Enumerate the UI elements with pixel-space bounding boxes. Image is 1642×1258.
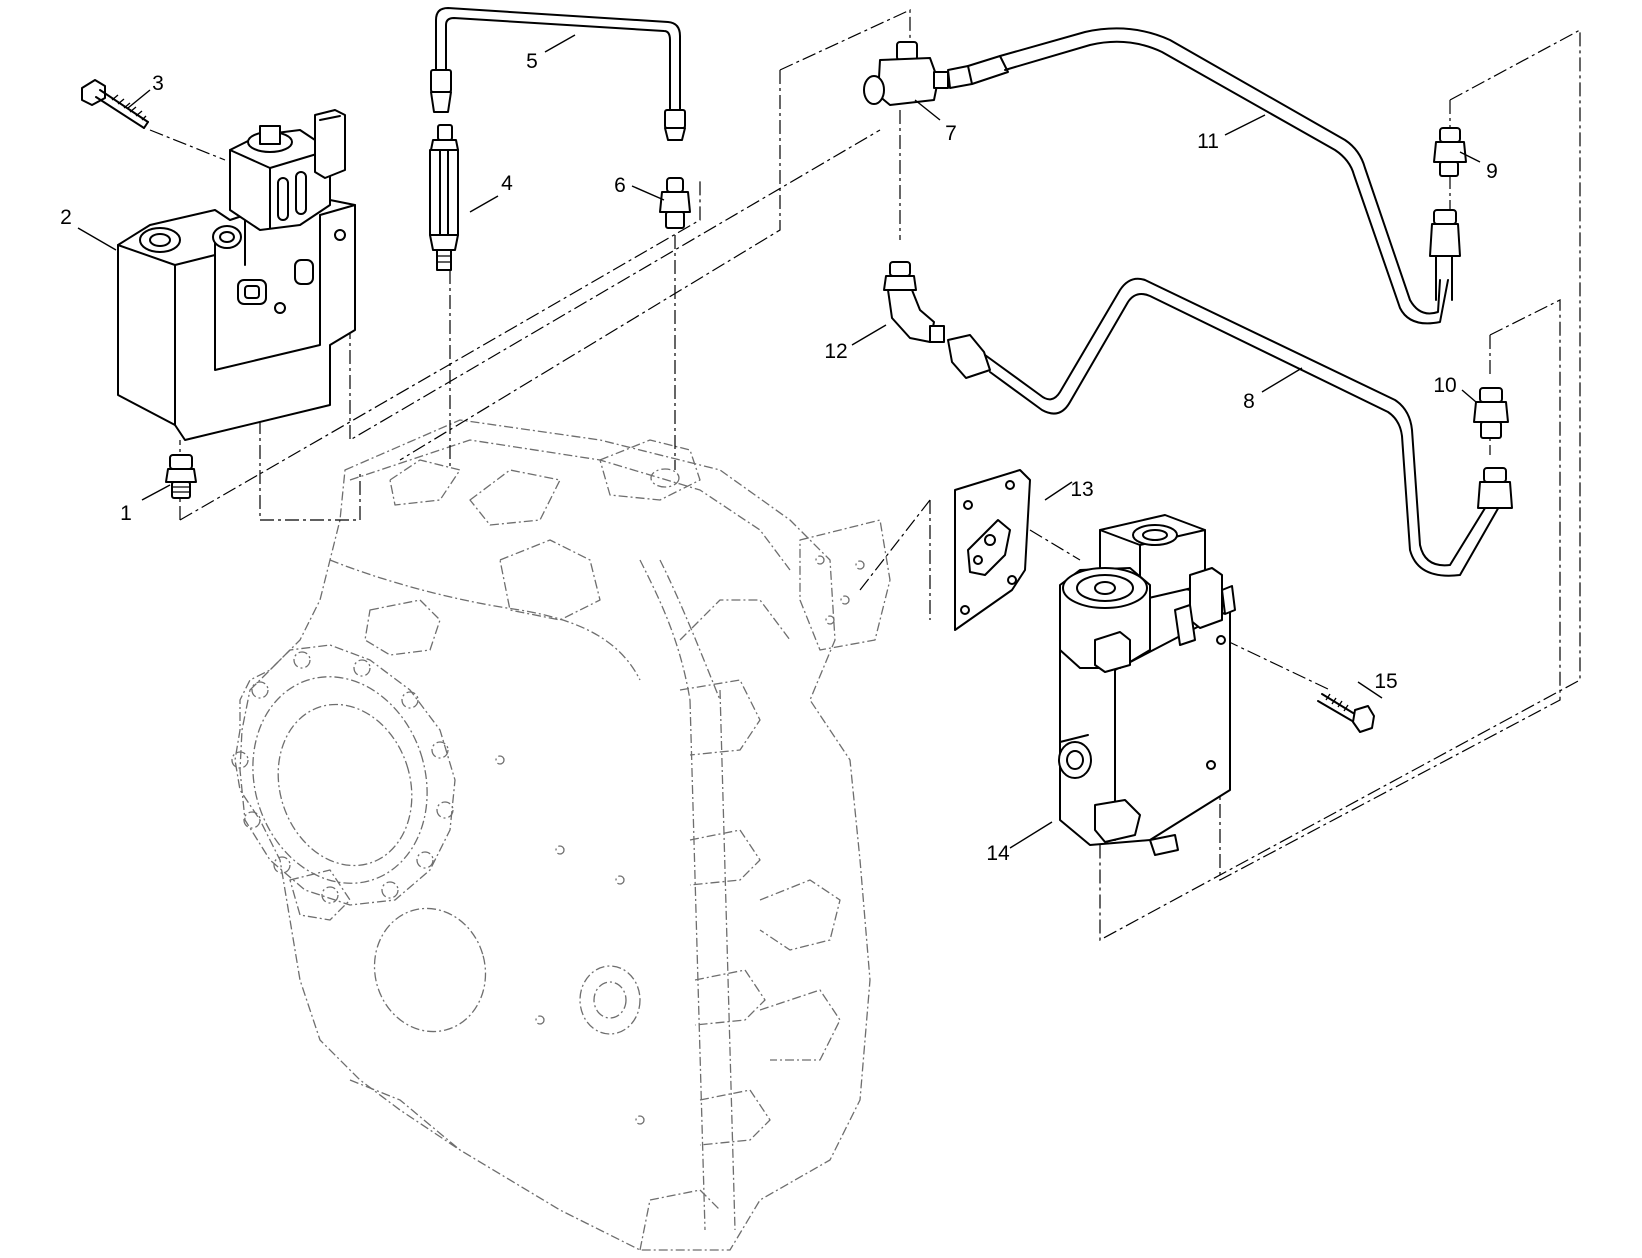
callout-leaders	[77, 34, 1481, 849]
fitting-6	[659, 177, 691, 229]
elbow-fitting-12	[883, 261, 991, 379]
leader-2	[77, 227, 117, 251]
callout-13: 13	[1070, 478, 1093, 501]
leader-11	[1224, 114, 1266, 136]
bolt-3	[81, 79, 149, 129]
callout-15: 15	[1374, 670, 1397, 693]
leader-10	[1461, 389, 1477, 403]
adapter-4	[429, 124, 459, 271]
callout-3: 3	[152, 72, 164, 95]
transmission-housing-phantom	[231, 419, 891, 1251]
leader-14	[1009, 821, 1053, 849]
leader-13	[1044, 481, 1073, 501]
fitting-9	[1433, 127, 1467, 177]
callout-14: 14	[986, 842, 1010, 865]
valve-block-left	[117, 109, 356, 441]
leader-4	[469, 195, 499, 213]
callout-labels: 1 2 3 4 5 6 7 8 9 10 11 12 13 14 15	[60, 50, 1498, 865]
callout-1: 1	[120, 502, 132, 525]
callout-4: 4	[501, 172, 513, 195]
callout-5: 5	[526, 50, 538, 73]
leader-5	[544, 34, 576, 53]
leader-15	[1357, 681, 1383, 699]
leader-7	[914, 99, 941, 121]
leader-1	[141, 484, 171, 501]
tube-8	[984, 277, 1513, 577]
gasket-13	[954, 469, 1031, 631]
leader-3	[127, 89, 151, 109]
callout-11: 11	[1197, 130, 1219, 153]
leader-12	[851, 324, 887, 346]
leader-9	[1459, 151, 1481, 163]
leader-6	[631, 185, 665, 201]
callout-7: 7	[945, 122, 957, 145]
callout-12: 12	[824, 340, 847, 363]
fitting-10	[1473, 387, 1509, 439]
tube-11	[999, 27, 1461, 325]
valve-block-right	[1058, 514, 1236, 856]
leader-8	[1261, 367, 1303, 393]
callout-2: 2	[60, 206, 72, 229]
callout-6: 6	[614, 174, 626, 197]
assembly-guide-lines	[149, 9, 1581, 942]
callout-9: 9	[1486, 160, 1498, 183]
tube-5	[430, 7, 686, 141]
callout-8: 8	[1243, 390, 1255, 413]
bolt-15	[1317, 693, 1375, 733]
callout-10: 10	[1433, 374, 1456, 397]
tee-fitting-7	[863, 41, 1009, 106]
fitting-1	[165, 454, 197, 499]
